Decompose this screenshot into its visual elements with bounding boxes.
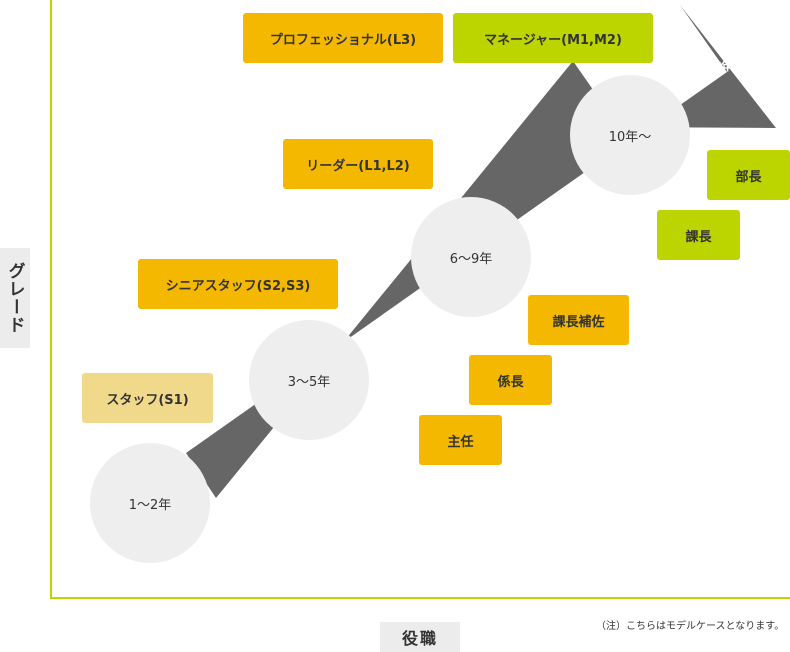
milestone-label: 1〜2年	[128, 498, 172, 513]
grade-box-senior-staff: シニアスタッフ(S2,S3)	[138, 259, 338, 309]
y-axis-label: グレード	[0, 248, 30, 348]
post-box-kacho-hosa: 課長補佐	[528, 295, 629, 345]
milestone-circle-4	[570, 75, 690, 195]
x-axis-label: 役職	[380, 622, 460, 652]
milestone-circle-1	[90, 443, 210, 563]
milestone-circle-2	[249, 320, 369, 440]
post-box-shunin: 主任	[419, 415, 502, 465]
milestone-label: 10年〜	[608, 130, 652, 145]
post-box-bucho: 部長	[707, 150, 790, 200]
grade-box-professional: プロフェッショナル(L3)	[243, 13, 443, 63]
grade-box-staff: スタッフ(S1)	[82, 373, 213, 423]
grade-box-leader: リーダー(L1,L2)	[283, 139, 433, 189]
footnote: （注）こちらはモデルケースとなります。	[596, 621, 785, 632]
milestone-circle-3	[411, 197, 531, 317]
milestone-label: 6〜9年	[449, 252, 493, 267]
grade-box-manager: マネージャー(M1,M2)	[453, 13, 653, 63]
post-box-kakaricho: 係長	[469, 355, 552, 405]
milestone-label: 3〜5年	[287, 375, 331, 390]
experience-years-label: 経験年数	[697, 59, 746, 73]
post-box-kacho: 課長	[657, 210, 740, 260]
